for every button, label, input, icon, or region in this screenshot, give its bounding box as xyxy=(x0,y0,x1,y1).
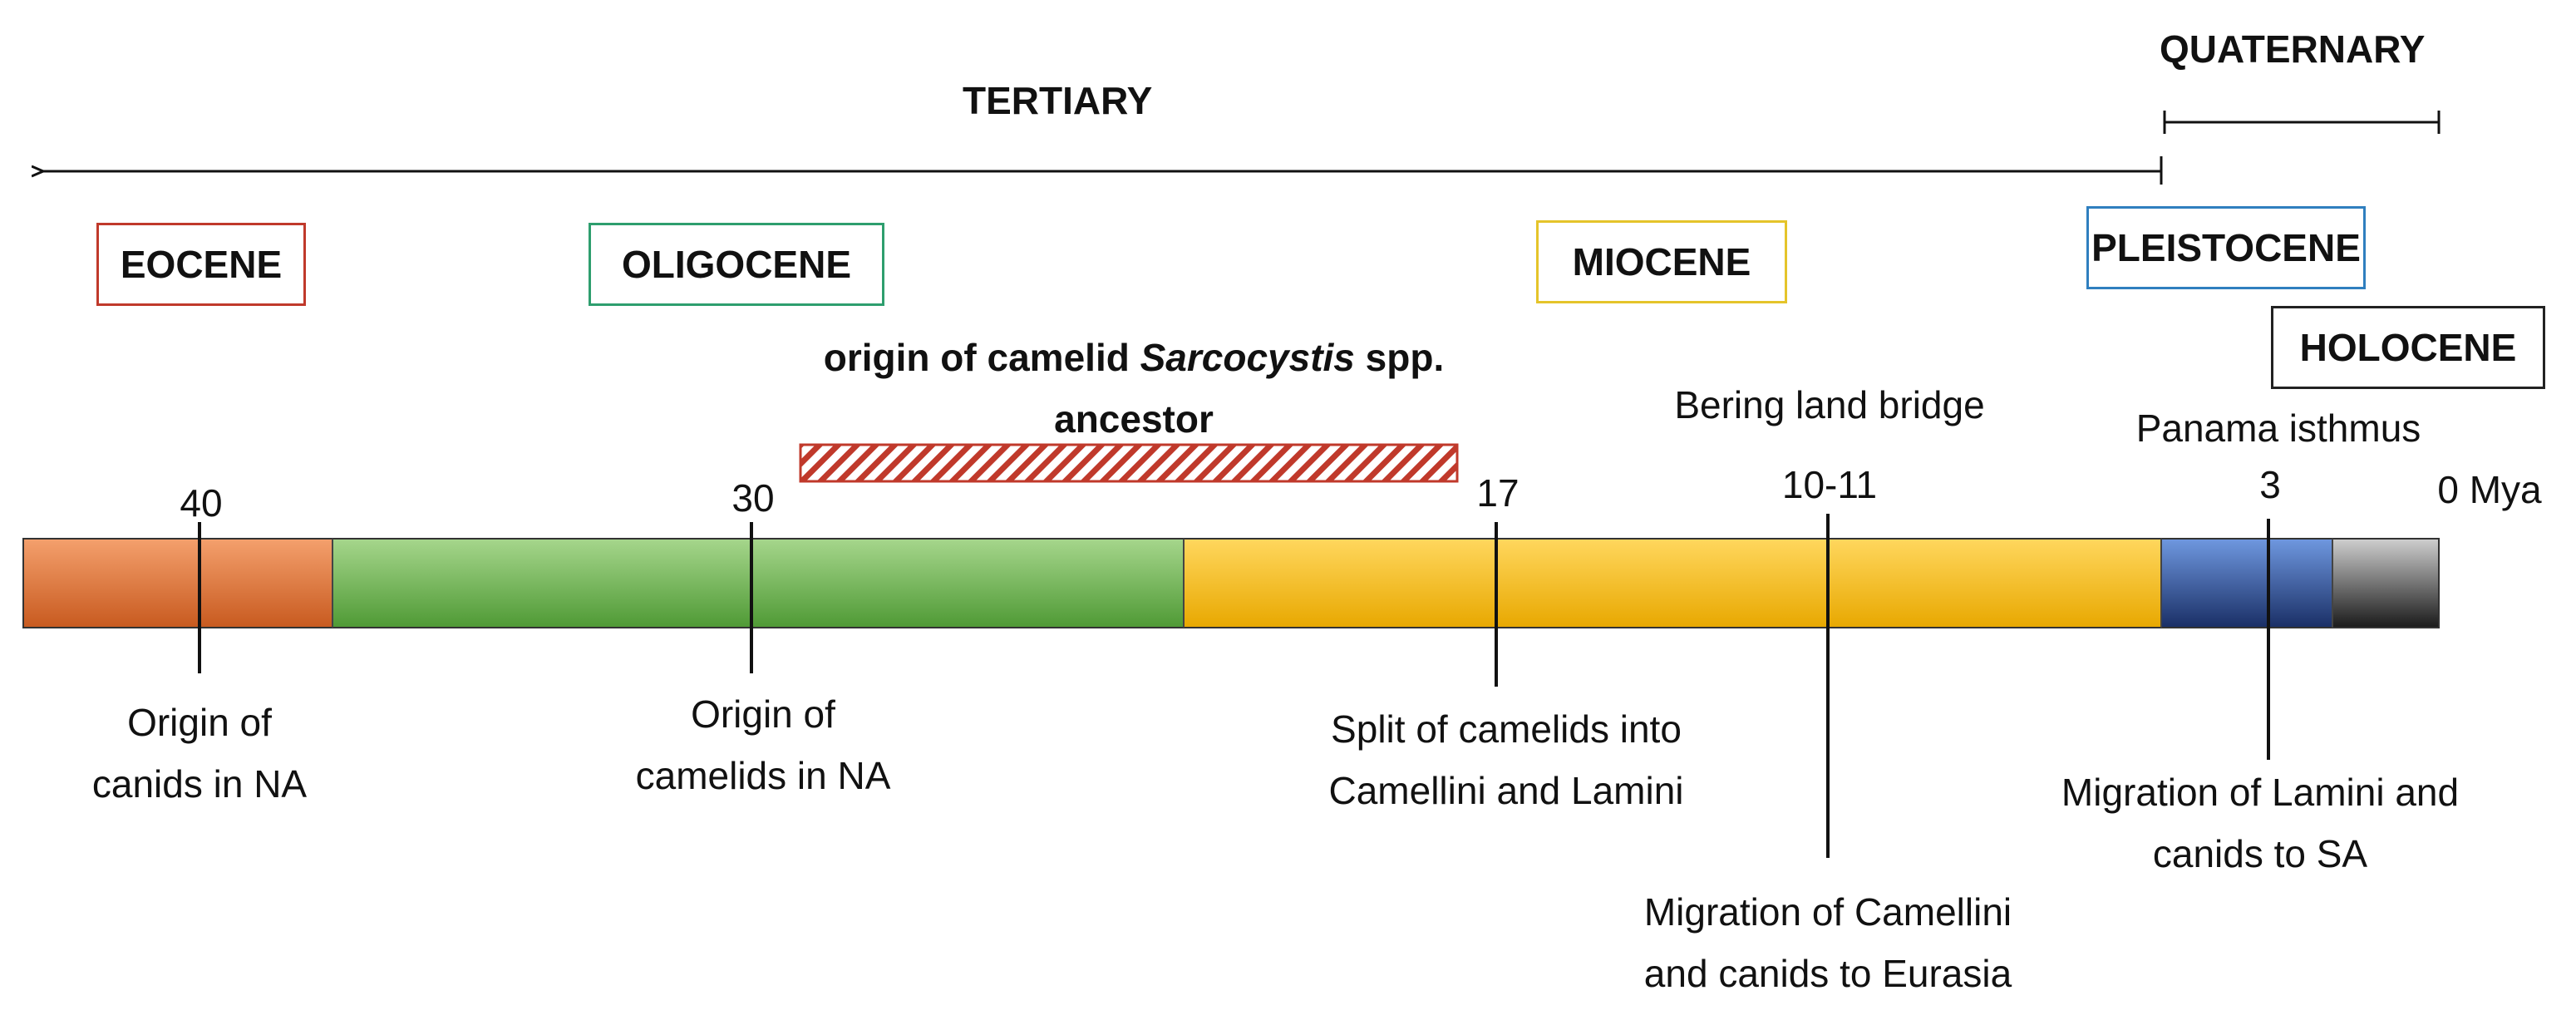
panama-isthmus-label: Panama isthmus xyxy=(2135,407,2421,450)
tick-40: 40 xyxy=(180,481,223,525)
epoch-holocene: HOLOCENE xyxy=(2271,306,2545,389)
epoch-pleistocene: PLEISTOCENE xyxy=(2086,206,2366,289)
event-canids-origin: Origin of canids in NA xyxy=(91,701,308,806)
origin-hatch-bar xyxy=(799,443,1459,483)
event-migration-eurasia: Migration of Camellini and canids to Eur… xyxy=(1643,890,2012,995)
marker-line-40 xyxy=(198,522,201,673)
bering-land-bridge-label: Bering land bridge xyxy=(1674,383,1985,426)
tick-0-mya: 0 Mya xyxy=(2437,468,2542,511)
marker-line-3 xyxy=(2267,519,2270,760)
origin-line1-prefix: origin of camelid xyxy=(823,336,1140,379)
marker-line-17 xyxy=(1495,522,1498,687)
tick-10-11: 10-11 xyxy=(1781,463,1878,506)
event-migration-sa: Migration of Lamini and canids to SA xyxy=(2061,771,2460,875)
epoch-miocene: MIOCENE xyxy=(1536,220,1787,303)
epoch-eocene: EOCENE xyxy=(96,223,306,306)
timeline-bar-outline xyxy=(22,538,2440,628)
tick-30: 30 xyxy=(731,476,775,520)
bar-holocene xyxy=(2332,539,2439,628)
marker-line-30 xyxy=(750,522,753,673)
marker-line-10-11 xyxy=(1826,514,1830,858)
origin-line2: ancestor xyxy=(1054,397,1214,441)
bar-oligocene xyxy=(332,539,1184,628)
origin-line1-suffix: spp. xyxy=(1354,336,1445,379)
epoch-oligocene: OLIGOCENE xyxy=(589,223,884,306)
tick-3: 3 xyxy=(2259,463,2281,506)
bar-pleistocene xyxy=(2161,539,2332,628)
bar-miocene xyxy=(1184,539,2161,628)
sarcocystis-origin-label: origin of camelid Sarcocystis spp. ances… xyxy=(824,327,1444,450)
event-camelids-origin: Origin of camelids in NA xyxy=(635,692,891,797)
tick-17: 17 xyxy=(1476,471,1519,515)
period-tertiary: TERTIARY xyxy=(963,79,1153,122)
period-quaternary: QUATERNARY xyxy=(2160,27,2426,71)
bar-eocene xyxy=(23,539,332,628)
event-camelid-split: Split of camelids into Camellini and Lam… xyxy=(1328,707,1684,812)
origin-line1-italic: Sarcocystis xyxy=(1140,336,1355,379)
